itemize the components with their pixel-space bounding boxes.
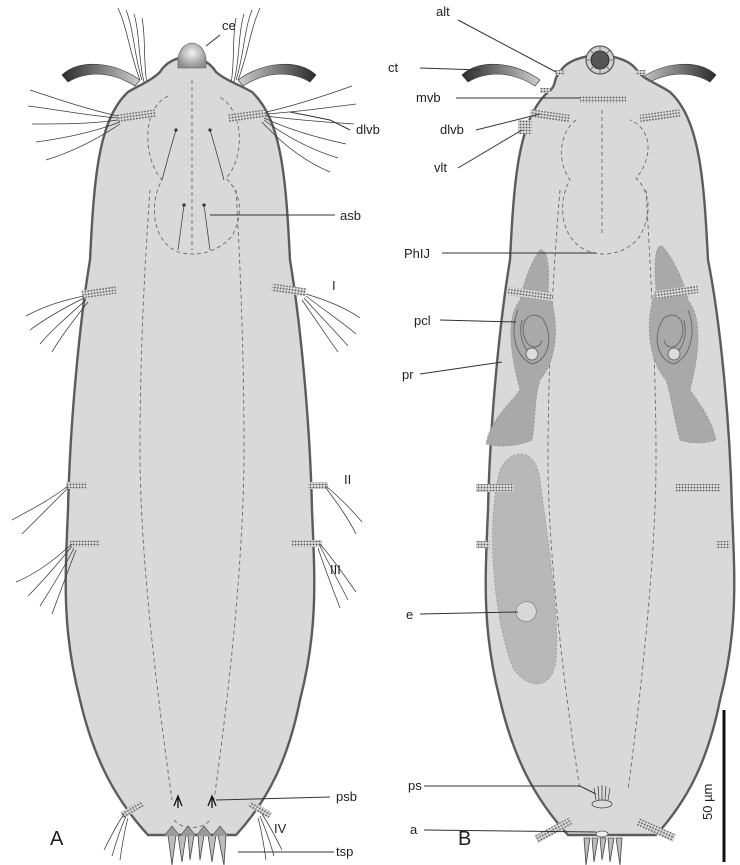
label-alt: alt <box>436 4 450 19</box>
band-ii-right <box>308 482 328 489</box>
label-band-iii: III <box>330 562 341 577</box>
vlt-tuft <box>518 120 532 134</box>
band-iii-left-b <box>476 541 490 548</box>
label-band-iv: IV <box>274 821 287 836</box>
tuft-ii-iii-right <box>318 486 362 608</box>
label-band-i: I <box>332 278 336 293</box>
label-dlvb-a: dlvb <box>356 122 380 137</box>
panel-a-drawing <box>12 8 362 865</box>
right-cephalic-cirrus <box>238 64 316 86</box>
mouth-ring <box>586 46 614 74</box>
panel-b-drawing <box>420 20 734 865</box>
label-phij: PhIJ <box>404 246 430 261</box>
band-iii-left <box>70 540 100 547</box>
left-cephalic-cirrus-b <box>462 64 540 86</box>
anus <box>596 831 608 837</box>
panel-label-b: B <box>458 828 471 850</box>
label-a: a <box>410 822 418 837</box>
band-iii-right-b <box>716 541 730 548</box>
label-tsp: tsp <box>336 844 353 859</box>
label-pcl: pcl <box>414 313 431 328</box>
panel-label-a: A <box>50 828 64 850</box>
egg-nucleus <box>516 602 536 622</box>
cephalic-organ <box>178 43 206 68</box>
label-ps: ps <box>408 778 422 793</box>
band-ii-right-b <box>676 484 720 492</box>
label-e: e <box>406 607 413 622</box>
body-outline-a <box>66 57 315 835</box>
alt-tuft <box>555 70 565 75</box>
body-outline-b <box>486 56 735 836</box>
tuft-i-right <box>302 294 360 352</box>
scale-bar-label: 50 µm <box>700 784 715 820</box>
mvb-band <box>580 96 626 103</box>
band-iii-right <box>292 540 322 547</box>
label-dlvb-b: dlvb <box>440 122 464 137</box>
label-pr: pr <box>402 367 414 382</box>
label-vlt: vlt <box>434 160 447 175</box>
label-band-ii: II <box>344 472 351 487</box>
terminal-spines-b <box>584 838 622 865</box>
band-ii-left-b <box>476 484 514 492</box>
ct-base-left <box>540 88 550 93</box>
label-mvb: mvb <box>416 90 441 105</box>
label-psb: psb <box>336 789 357 804</box>
label-ce: ce <box>222 18 236 33</box>
label-asb: asb <box>340 208 361 223</box>
band-ii-left <box>66 482 86 489</box>
alt-tuft-right <box>636 70 646 75</box>
left-cephalic-cirrus <box>62 64 140 86</box>
label-ct: ct <box>388 60 399 75</box>
